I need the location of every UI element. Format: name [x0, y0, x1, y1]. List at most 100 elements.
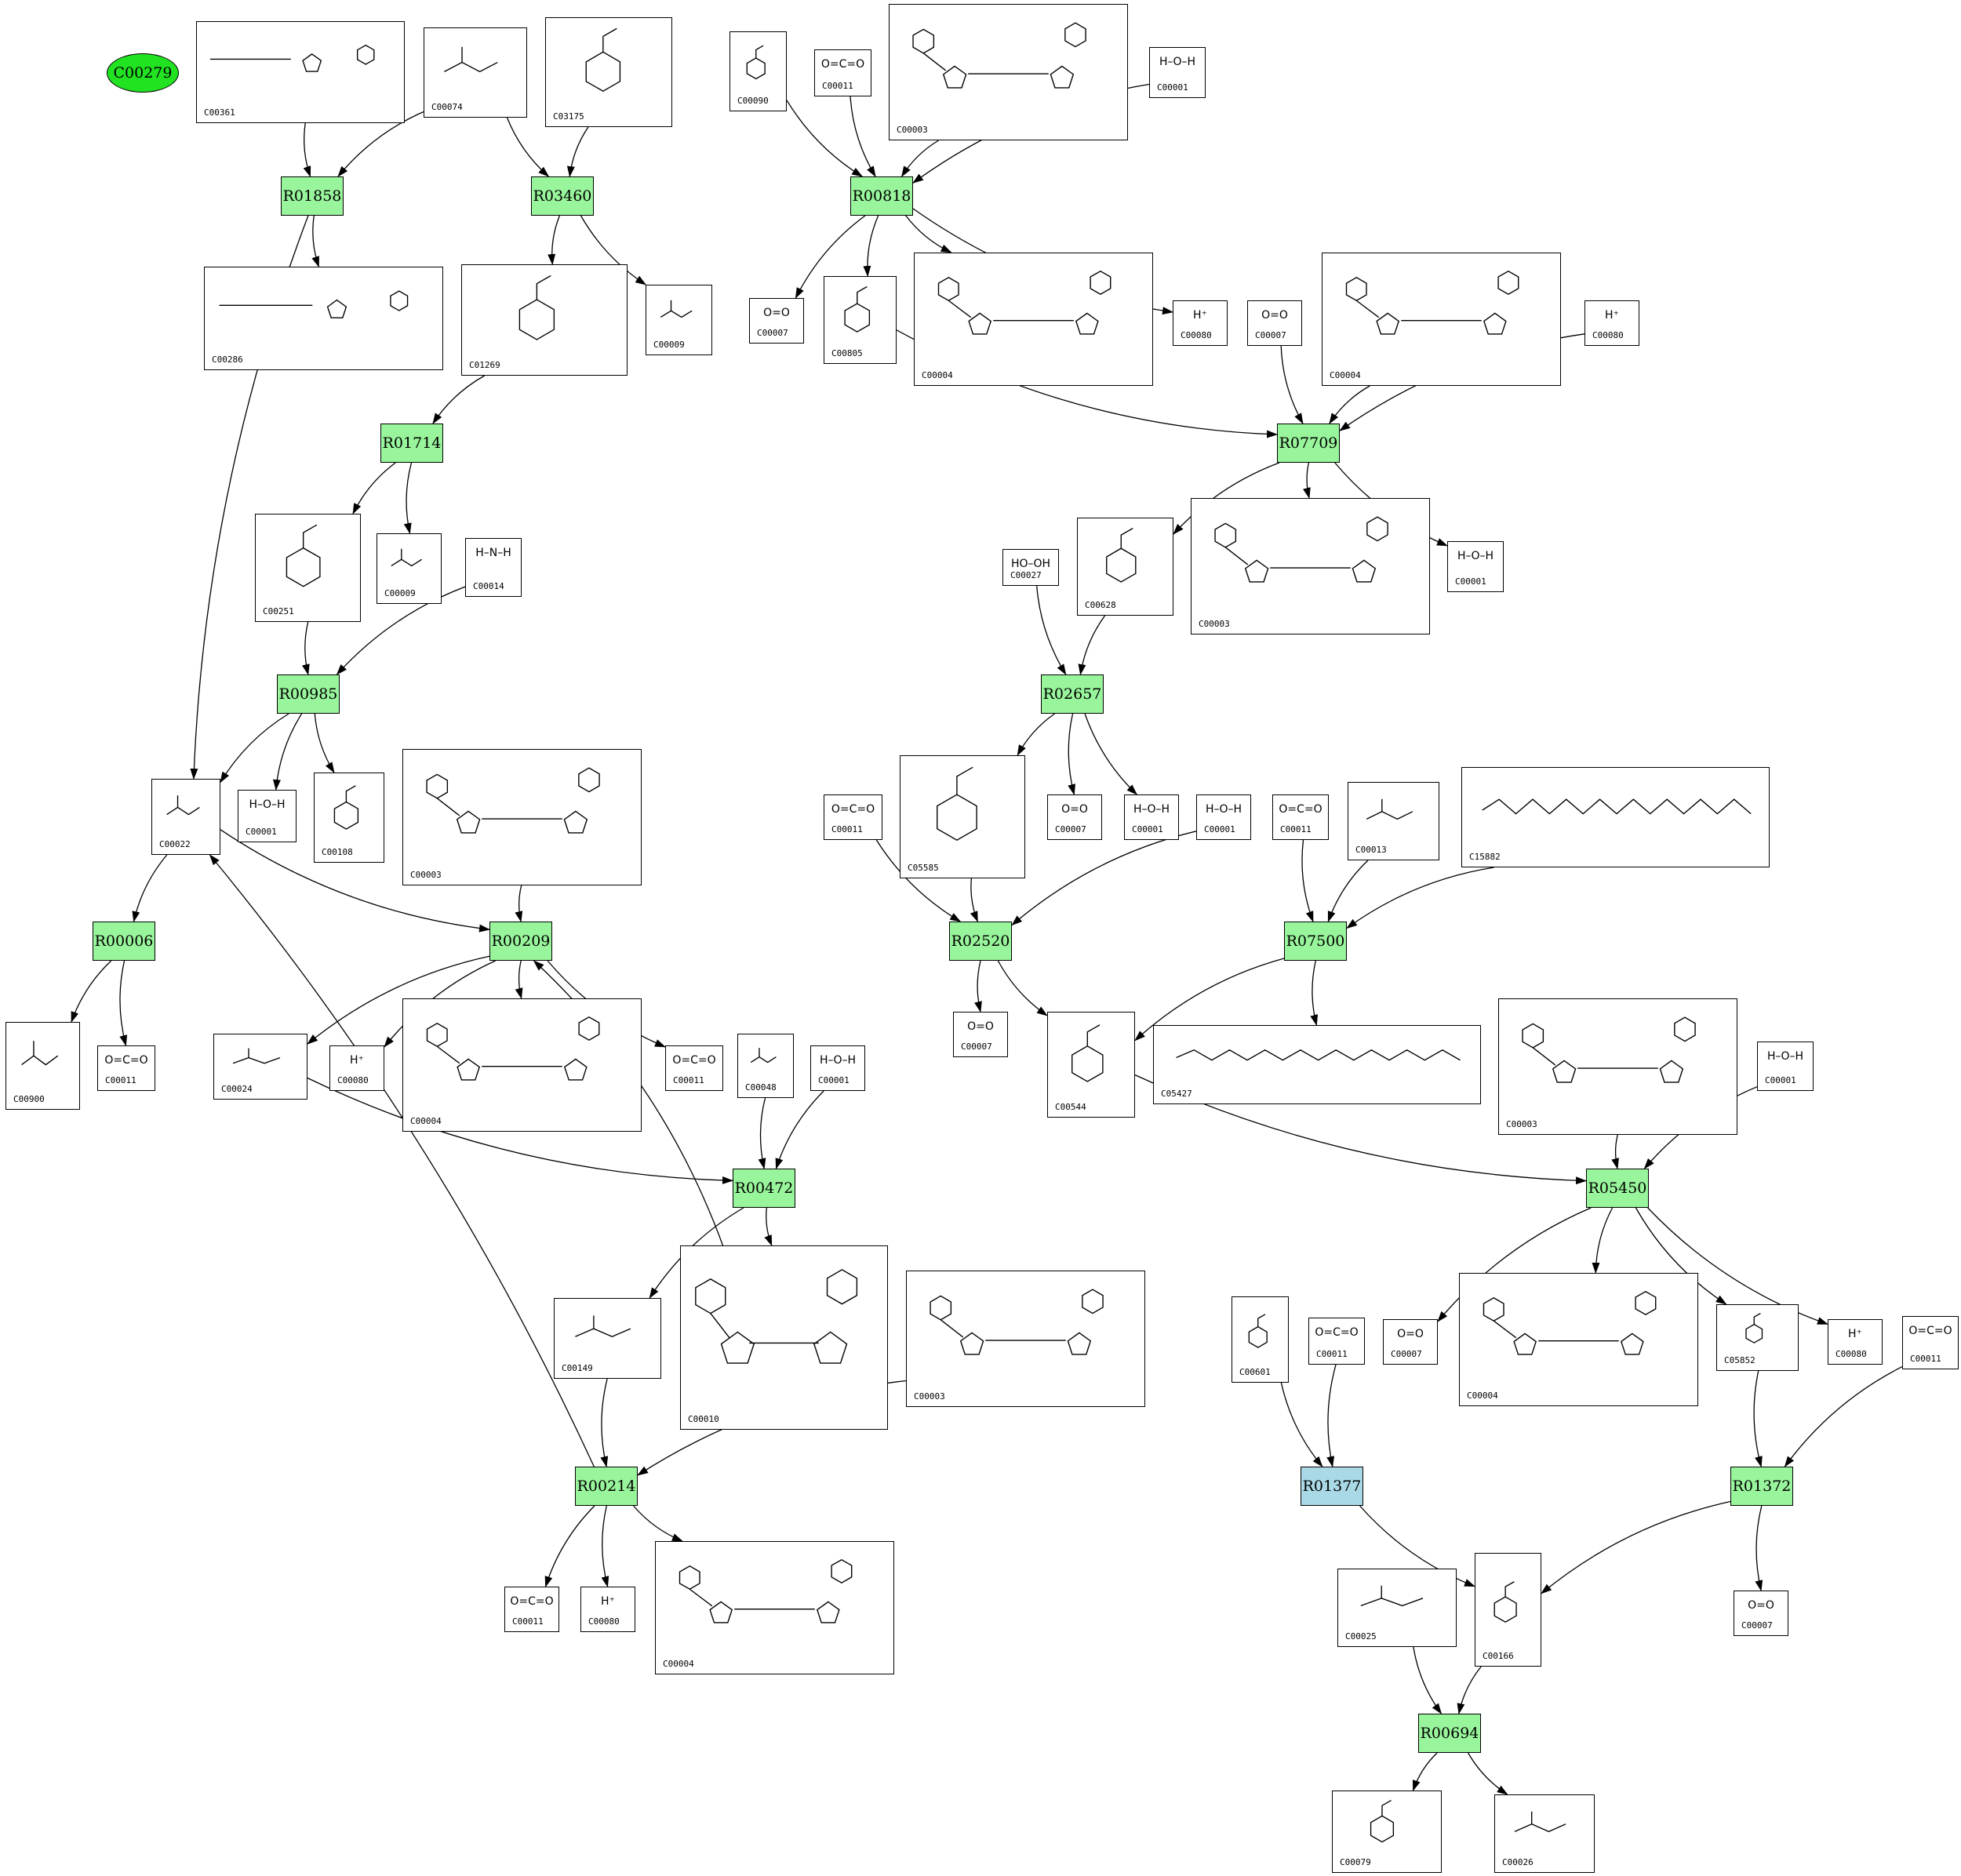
compound-box-c00003[interactable]: C00003: [1191, 498, 1430, 634]
edge-arrow: [758, 1097, 766, 1169]
reaction-node-r00694[interactable]: R00694: [1418, 1714, 1481, 1753]
compound-formula: O=C=O: [510, 1595, 554, 1608]
compound-box-c05427[interactable]: C05427: [1153, 1025, 1481, 1104]
reaction-node-r02657[interactable]: R02657: [1041, 674, 1104, 714]
compound-box-c00022[interactable]: C00022: [151, 779, 220, 855]
compound-box-c00361[interactable]: C00361: [196, 21, 405, 123]
compound-box-c00004[interactable]: C00004: [914, 253, 1153, 386]
structure-drawing-icon: [552, 24, 665, 106]
compound-box-c00003[interactable]: C00003: [402, 749, 642, 885]
reaction-node-r01714[interactable]: R01714: [380, 424, 443, 463]
reaction-node-r07500[interactable]: R07500: [1284, 922, 1347, 961]
compound-box-c15882[interactable]: C15882: [1461, 767, 1770, 867]
compound-box-c03175[interactable]: C03175: [545, 17, 672, 127]
compound-box-c00003[interactable]: C00003: [1498, 998, 1737, 1135]
compound-box-c00004[interactable]: C00004: [655, 1541, 894, 1674]
reaction-node-r03460[interactable]: R03460: [531, 176, 594, 216]
compound-box-c00601[interactable]: C00601: [1232, 1296, 1289, 1383]
compound-box-c00024[interactable]: C00024: [213, 1034, 307, 1100]
edge-arrow: [403, 462, 413, 534]
compound-id-label: C00011: [1316, 1349, 1348, 1359]
compound-box-c00009[interactable]: C00009: [377, 533, 442, 604]
reaction-node-r00209[interactable]: R00209: [489, 922, 552, 961]
compound-box-c00900[interactable]: C00900: [5, 1022, 80, 1110]
compound-box-c01269[interactable]: C01269: [461, 264, 628, 376]
compound-box-c00080[interactable]: H⁺C00080: [329, 1045, 384, 1091]
compound-box-c00026[interactable]: C00026: [1494, 1794, 1595, 1873]
compound-box-c00004[interactable]: C00004: [402, 998, 642, 1132]
reaction-node-r00472[interactable]: R00472: [733, 1169, 795, 1208]
compound-id-label: C00007: [961, 1042, 992, 1052]
compound-box-c00251[interactable]: C00251: [255, 514, 361, 622]
compound-box-c00009[interactable]: C00009: [646, 285, 712, 355]
reaction-node-r05450[interactable]: R05450: [1586, 1169, 1649, 1208]
compound-box-c00080[interactable]: H⁺C00080: [580, 1587, 635, 1632]
compound-box-c00003[interactable]: C00003: [906, 1271, 1145, 1407]
compound-box-c00004[interactable]: C00004: [1459, 1273, 1698, 1406]
compound-box-c00013[interactable]: C00013: [1348, 782, 1439, 860]
compound-box-c00805[interactable]: C00805: [824, 276, 897, 364]
compound-id-label: C00001: [1204, 824, 1235, 834]
compound-box-c00090[interactable]: C00090: [729, 31, 787, 111]
start-compound-node[interactable]: C00279: [107, 53, 179, 93]
compound-box-c00080[interactable]: H⁺C00080: [1173, 300, 1228, 346]
compound-box-c00010[interactable]: C00010: [680, 1245, 888, 1430]
reaction-node-r02520[interactable]: R02520: [949, 922, 1012, 961]
reaction-node-r07709[interactable]: R07709: [1277, 424, 1340, 463]
reaction-node-r01372[interactable]: R01372: [1730, 1467, 1793, 1506]
compound-id-label: C00108: [322, 847, 353, 857]
compound-box-c00108[interactable]: C00108: [314, 773, 384, 863]
compound-box-c00048[interactable]: C00048: [737, 1034, 794, 1098]
compound-box-c00544[interactable]: C00544: [1047, 1012, 1135, 1118]
compound-box-c05852[interactable]: C05852: [1716, 1304, 1799, 1371]
reaction-node-r00006[interactable]: R00006: [93, 922, 155, 961]
compound-box-c00628[interactable]: C00628: [1077, 518, 1173, 616]
compound-box-c00003[interactable]: C00003: [889, 4, 1128, 140]
reaction-node-r00214[interactable]: R00214: [575, 1467, 638, 1506]
compound-box-c00079[interactable]: C00079: [1332, 1791, 1442, 1873]
structure-drawing-icon: [158, 786, 213, 834]
compound-box-c00025[interactable]: C00025: [1337, 1569, 1457, 1647]
compound-box-c05585[interactable]: C05585: [900, 755, 1025, 878]
structure-drawing-icon: [687, 1252, 881, 1409]
structure-drawing-icon: [1466, 1280, 1691, 1385]
compound-box-c00004[interactable]: C00004: [1322, 253, 1561, 386]
edge-arrow: [764, 1207, 773, 1246]
reaction-node-r00818[interactable]: R00818: [850, 176, 913, 216]
reaction-node-r01858[interactable]: R01858: [281, 176, 344, 216]
compound-formula: O=C=O: [1908, 1325, 1952, 1337]
reaction-node-r00985[interactable]: R00985: [277, 674, 340, 714]
compound-box-c00166[interactable]: C00166: [1475, 1553, 1541, 1667]
compound-formula: H⁺: [350, 1054, 364, 1067]
reaction-node-r01377[interactable]: R01377: [1301, 1467, 1363, 1506]
compound-box-c00286[interactable]: C00286: [204, 267, 443, 370]
compound-box-c00074[interactable]: C00074: [424, 27, 527, 118]
compound-box-c00149[interactable]: C00149: [554, 1298, 661, 1379]
compound-box-c00080[interactable]: H⁺C00080: [1828, 1319, 1883, 1365]
edge-arrow: [901, 140, 939, 177]
compound-box-c00080[interactable]: H⁺C00080: [1584, 300, 1639, 346]
